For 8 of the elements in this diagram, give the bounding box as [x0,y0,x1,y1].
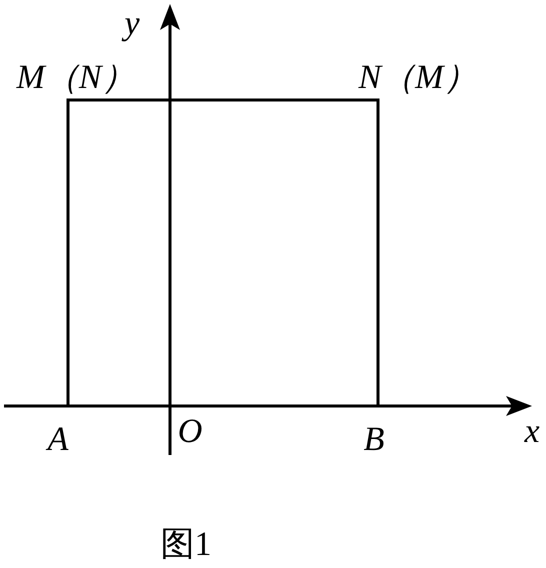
axis-label: x [524,415,540,449]
point-label: B [364,423,384,457]
axis-label: y [124,7,140,41]
point-label: N（M） [358,61,478,95]
point-label: A [48,423,68,457]
figure-caption: 图1 [160,528,212,562]
point-label: M（N） [16,61,136,95]
origin-label: O [178,415,202,449]
